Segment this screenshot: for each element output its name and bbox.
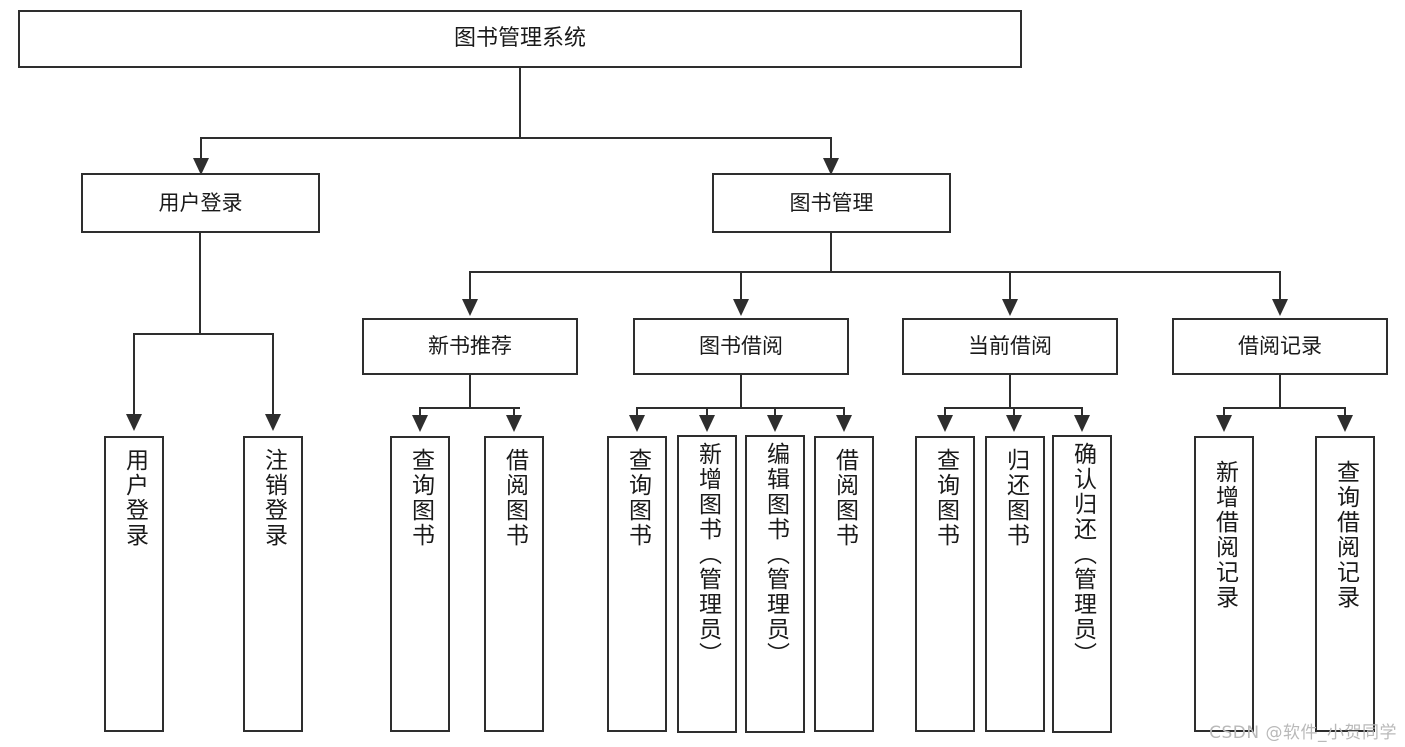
node-label: 借阅图书 xyxy=(501,448,528,548)
node-label: 查询图书 xyxy=(932,448,959,548)
node-label: 新增借阅记录 xyxy=(1211,460,1238,610)
connector-to-leaf-confirm-return xyxy=(1081,407,1083,419)
connector-newbook-bar xyxy=(419,407,520,409)
arrowhead-user-login xyxy=(193,158,209,175)
connector-to-leaf-borrow-book-1 xyxy=(513,407,515,419)
arrowhead-leaf-user-logout xyxy=(265,414,281,431)
node-label: 用户登录 xyxy=(158,190,243,215)
node-label: 查询图书 xyxy=(407,448,434,548)
connector-borrowrecord-stem xyxy=(1279,375,1281,409)
arrowhead-book-borrow xyxy=(733,299,749,316)
arrowhead-leaf-query-book-1 xyxy=(412,415,428,432)
node-user-login[interactable]: 用户登录 xyxy=(81,173,320,233)
node-leaf-query-book-2[interactable]: 查询图书 xyxy=(607,436,667,732)
connector-to-borrow-record xyxy=(1279,271,1281,301)
node-label: 查询图书 xyxy=(624,448,651,548)
node-label: 图书管理系统 xyxy=(453,26,586,52)
connector-root-bar xyxy=(200,137,831,139)
connector-to-leaf-user-logout xyxy=(272,333,274,419)
connector-bookmanage-bar xyxy=(469,271,1280,273)
node-leaf-user-login[interactable]: 用户登录 xyxy=(104,436,164,732)
node-label: 编辑图书（管理员） xyxy=(762,442,789,667)
connector-bookborrow-stem xyxy=(740,375,742,409)
node-label: 注销登录 xyxy=(260,448,287,548)
arrowhead-leaf-add-record xyxy=(1216,415,1232,432)
connector-to-leaf-borrow-book-2 xyxy=(843,407,845,419)
arrowhead-leaf-confirm-return xyxy=(1074,415,1090,432)
node-book-manage[interactable]: 图书管理 xyxy=(712,173,951,233)
arrowhead-leaf-return-book xyxy=(1006,415,1022,432)
node-leaf-query-book-1[interactable]: 查询图书 xyxy=(390,436,450,732)
connector-to-book-borrow xyxy=(740,271,742,301)
node-new-book-recommend[interactable]: 新书推荐 xyxy=(362,318,578,375)
node-label: 查询借阅记录 xyxy=(1332,460,1359,610)
arrowhead-leaf-query-record xyxy=(1337,415,1353,432)
connector-root-to-book xyxy=(830,137,832,165)
connector-to-leaf-query-book-1 xyxy=(419,407,421,419)
connector-bookborrow-bar xyxy=(636,407,844,409)
connector-newbook-stem xyxy=(469,375,471,409)
node-label: 归还图书 xyxy=(1002,448,1029,548)
node-leaf-user-logout[interactable]: 注销登录 xyxy=(243,436,303,732)
arrowhead-leaf-add-book-admin xyxy=(699,415,715,432)
connector-userlogin-stem xyxy=(199,233,201,334)
connector-to-leaf-query-record xyxy=(1344,407,1346,419)
connector-to-new-book-recommend xyxy=(469,271,471,301)
connector-currentborrow-stem xyxy=(1009,375,1011,409)
node-leaf-add-book-admin[interactable]: 新增图书（管理员） xyxy=(677,435,737,733)
node-leaf-edit-book-admin[interactable]: 编辑图书（管理员） xyxy=(745,435,805,733)
node-label: 用户登录 xyxy=(121,448,148,548)
node-label: 图书借阅 xyxy=(699,334,783,359)
arrowhead-leaf-user-login xyxy=(126,414,142,431)
arrowhead-leaf-query-book-3 xyxy=(937,415,953,432)
node-label: 新增图书（管理员） xyxy=(694,442,721,667)
node-leaf-borrow-book-1[interactable]: 借阅图书 xyxy=(484,436,544,732)
connector-to-leaf-query-book-3 xyxy=(944,407,946,419)
connector-to-leaf-query-book-2 xyxy=(636,407,638,419)
node-leaf-return-book[interactable]: 归还图书 xyxy=(985,436,1045,732)
node-leaf-add-record[interactable]: 新增借阅记录 xyxy=(1194,436,1254,732)
arrowhead-leaf-query-book-2 xyxy=(629,415,645,432)
node-leaf-borrow-book-2[interactable]: 借阅图书 xyxy=(814,436,874,732)
node-borrow-record[interactable]: 借阅记录 xyxy=(1172,318,1388,375)
connector-root-stem xyxy=(519,68,521,138)
arrowhead-book-manage xyxy=(823,158,839,175)
node-label: 借阅图书 xyxy=(831,448,858,548)
connector-to-leaf-add-record xyxy=(1223,407,1225,419)
connector-bookmanage-stem xyxy=(830,233,832,273)
node-label: 图书管理 xyxy=(789,190,874,215)
node-leaf-query-book-3[interactable]: 查询图书 xyxy=(915,436,975,732)
node-current-borrow[interactable]: 当前借阅 xyxy=(902,318,1118,375)
connector-borrowrecord-bar xyxy=(1223,407,1346,409)
arrowhead-leaf-edit-book-admin xyxy=(767,415,783,432)
node-leaf-query-record[interactable]: 查询借阅记录 xyxy=(1315,436,1375,732)
node-label: 确认归还（管理员） xyxy=(1069,442,1096,667)
node-book-borrow[interactable]: 图书借阅 xyxy=(633,318,849,375)
connector-to-current-borrow xyxy=(1009,271,1011,301)
arrowhead-borrow-record xyxy=(1272,299,1288,316)
arrowhead-leaf-borrow-book-2 xyxy=(836,415,852,432)
node-label: 借阅记录 xyxy=(1238,334,1322,359)
connector-to-leaf-edit-book-admin xyxy=(774,407,776,419)
connector-to-leaf-user-login xyxy=(133,333,135,419)
node-label: 新书推荐 xyxy=(428,334,512,359)
connector-to-leaf-add-book-admin xyxy=(706,407,708,419)
node-label: 当前借阅 xyxy=(968,334,1052,359)
node-root-system[interactable]: 图书管理系统 xyxy=(18,10,1022,68)
arrowhead-new-book-recommend xyxy=(462,299,478,316)
connector-userlogin-bar xyxy=(133,333,273,335)
arrowhead-current-borrow xyxy=(1002,299,1018,316)
connector-to-leaf-return-book xyxy=(1013,407,1015,419)
arrowhead-leaf-borrow-book-1 xyxy=(506,415,522,432)
connector-root-to-user xyxy=(200,137,202,165)
node-leaf-confirm-return[interactable]: 确认归还（管理员） xyxy=(1052,435,1112,733)
